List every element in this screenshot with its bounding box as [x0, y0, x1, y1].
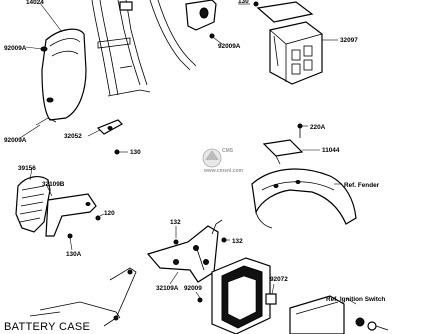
diagram-caption: BATTERY CASE: [4, 321, 90, 333]
label-132b: 132: [232, 238, 243, 245]
label-32097: 32097: [340, 37, 358, 44]
watermark-brand: CMS: [222, 148, 234, 154]
label-92009: 92009: [184, 285, 202, 292]
label-11044: 11044: [322, 147, 340, 154]
side-cover-14024: [40, 28, 87, 123]
label-ref-ignition: Ref. Ignition Switch: [326, 296, 385, 303]
label-132: 132: [170, 219, 181, 226]
label-130-mid: 130: [130, 149, 141, 156]
label-14024: 14024: [26, 0, 44, 6]
label-32109a: 32109A: [156, 285, 179, 292]
label-39156: 39156: [18, 165, 36, 172]
label-92009a-top: 92009A: [218, 43, 241, 50]
label-130-top: 130: [238, 0, 249, 5]
bottom-bracket: [29, 267, 137, 327]
pad-92072: [265, 293, 277, 305]
label-130a: 130A: [66, 251, 82, 258]
label-92009a-mid: 92009A: [4, 137, 27, 144]
label-32109b: 32109B: [42, 181, 65, 188]
bracket-32109b: [45, 193, 97, 237]
cms-watermark: CMS www.cmsnl.com: [202, 148, 244, 174]
grab-rail-39156: [15, 176, 51, 233]
label-ref-fender: Ref. Fender: [344, 182, 380, 189]
ignition-switch: [289, 295, 389, 334]
bracket-32109a: [146, 219, 223, 283]
rear-fender: [251, 168, 357, 229]
battery-case-box: [211, 257, 271, 334]
label-120: 120: [104, 210, 115, 217]
label-92072: 92072: [270, 276, 288, 283]
bracket-32052: [96, 119, 123, 135]
label-92009a-left: 92009A: [4, 45, 27, 52]
watermark-url: www.cmsnl.com: [203, 168, 244, 174]
frame-tubes: [91, 0, 197, 97]
label-220a: 220A: [310, 124, 326, 131]
battery-tray-32097: [256, 1, 323, 85]
label-32052: 32052: [64, 133, 82, 140]
small-cover: [185, 0, 217, 39]
bracket-11044: [262, 139, 304, 165]
